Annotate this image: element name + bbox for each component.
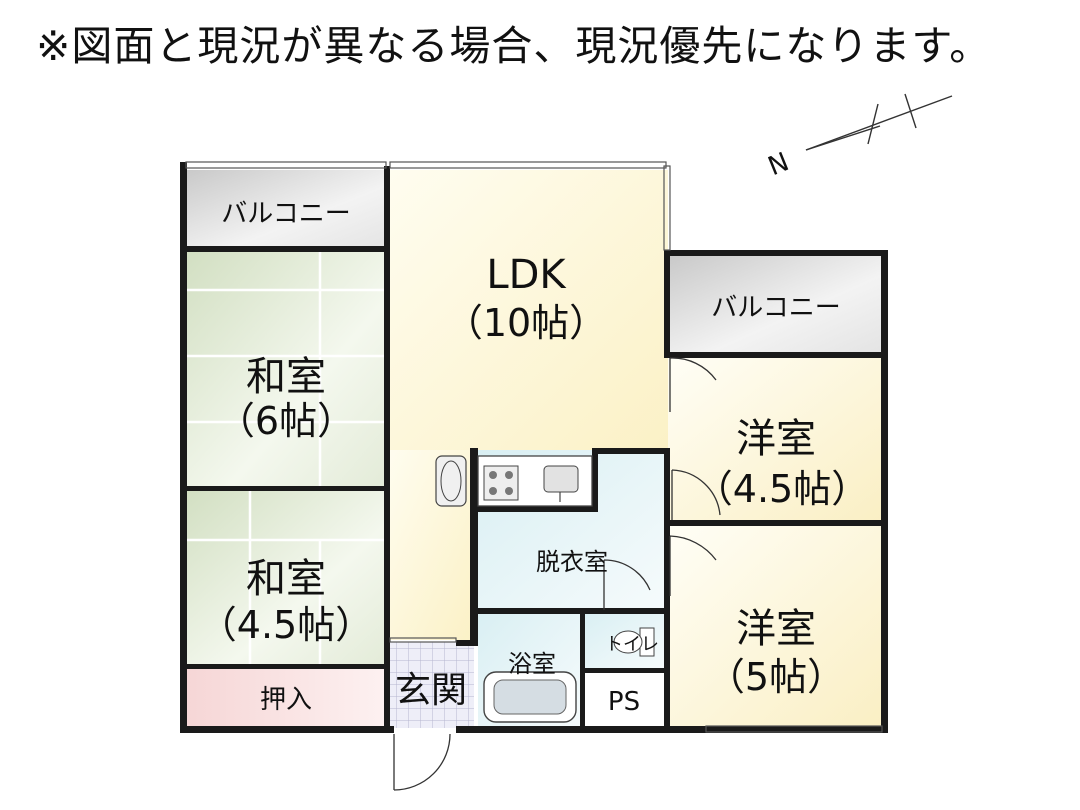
- balcony-right-label: バルコニー: [711, 293, 840, 323]
- doors: [393, 357, 721, 791]
- oshiire-floor: [186, 668, 386, 726]
- genkan-floor: [388, 642, 474, 728]
- ps-label: PS: [608, 687, 640, 717]
- yoshitsu-5-size: （5帖）: [707, 655, 845, 699]
- washitsu-45-floor: [186, 490, 386, 668]
- yoshitsu-5-floor: [668, 526, 882, 726]
- refrigerator-space: [435, 455, 467, 507]
- window-frames: [185, 161, 883, 733]
- yoshitsu-45-size: （4.5帖）: [695, 467, 869, 511]
- balcony-right: [668, 256, 882, 352]
- toilet-label: トイレ: [605, 634, 659, 655]
- bath-label: 浴室: [508, 650, 556, 678]
- washitsu-6-floor: [186, 252, 386, 490]
- ldk-size: （10帖）: [445, 301, 607, 345]
- compass-label: N: [764, 147, 793, 182]
- bathtub: [483, 671, 577, 723]
- toilet-fixture: [613, 627, 655, 657]
- washitsu-6-label: 和室: [246, 354, 326, 400]
- yoshitsu-45-label: 洋室: [736, 416, 816, 462]
- ldk-label: LDK: [486, 252, 567, 298]
- dressing-label: 脱衣室: [536, 548, 608, 576]
- washitsu-45-label: 和室: [246, 556, 326, 602]
- walls: [180, 162, 888, 733]
- yoshitsu-45-floor: [668, 356, 882, 522]
- balcony-left-label: バルコニー: [221, 199, 350, 229]
- notice-banner: ※図面と現況が異なる場合、現況優先になります。: [36, 22, 992, 70]
- ps-floor: [584, 672, 664, 726]
- yoshitsu-5-label: 洋室: [736, 606, 816, 652]
- ldk-floor: [386, 170, 668, 450]
- compass: N: [764, 93, 953, 182]
- oshiire-label: 押入: [260, 685, 312, 715]
- washitsu-6-size: （6帖）: [217, 399, 355, 443]
- tatami-lines: [186, 252, 386, 668]
- washitsu-45-size: （4.5帖）: [199, 603, 373, 647]
- kitchen-counter: [477, 455, 593, 507]
- genkan-label: 玄関: [395, 670, 467, 711]
- balcony-left: [186, 170, 386, 250]
